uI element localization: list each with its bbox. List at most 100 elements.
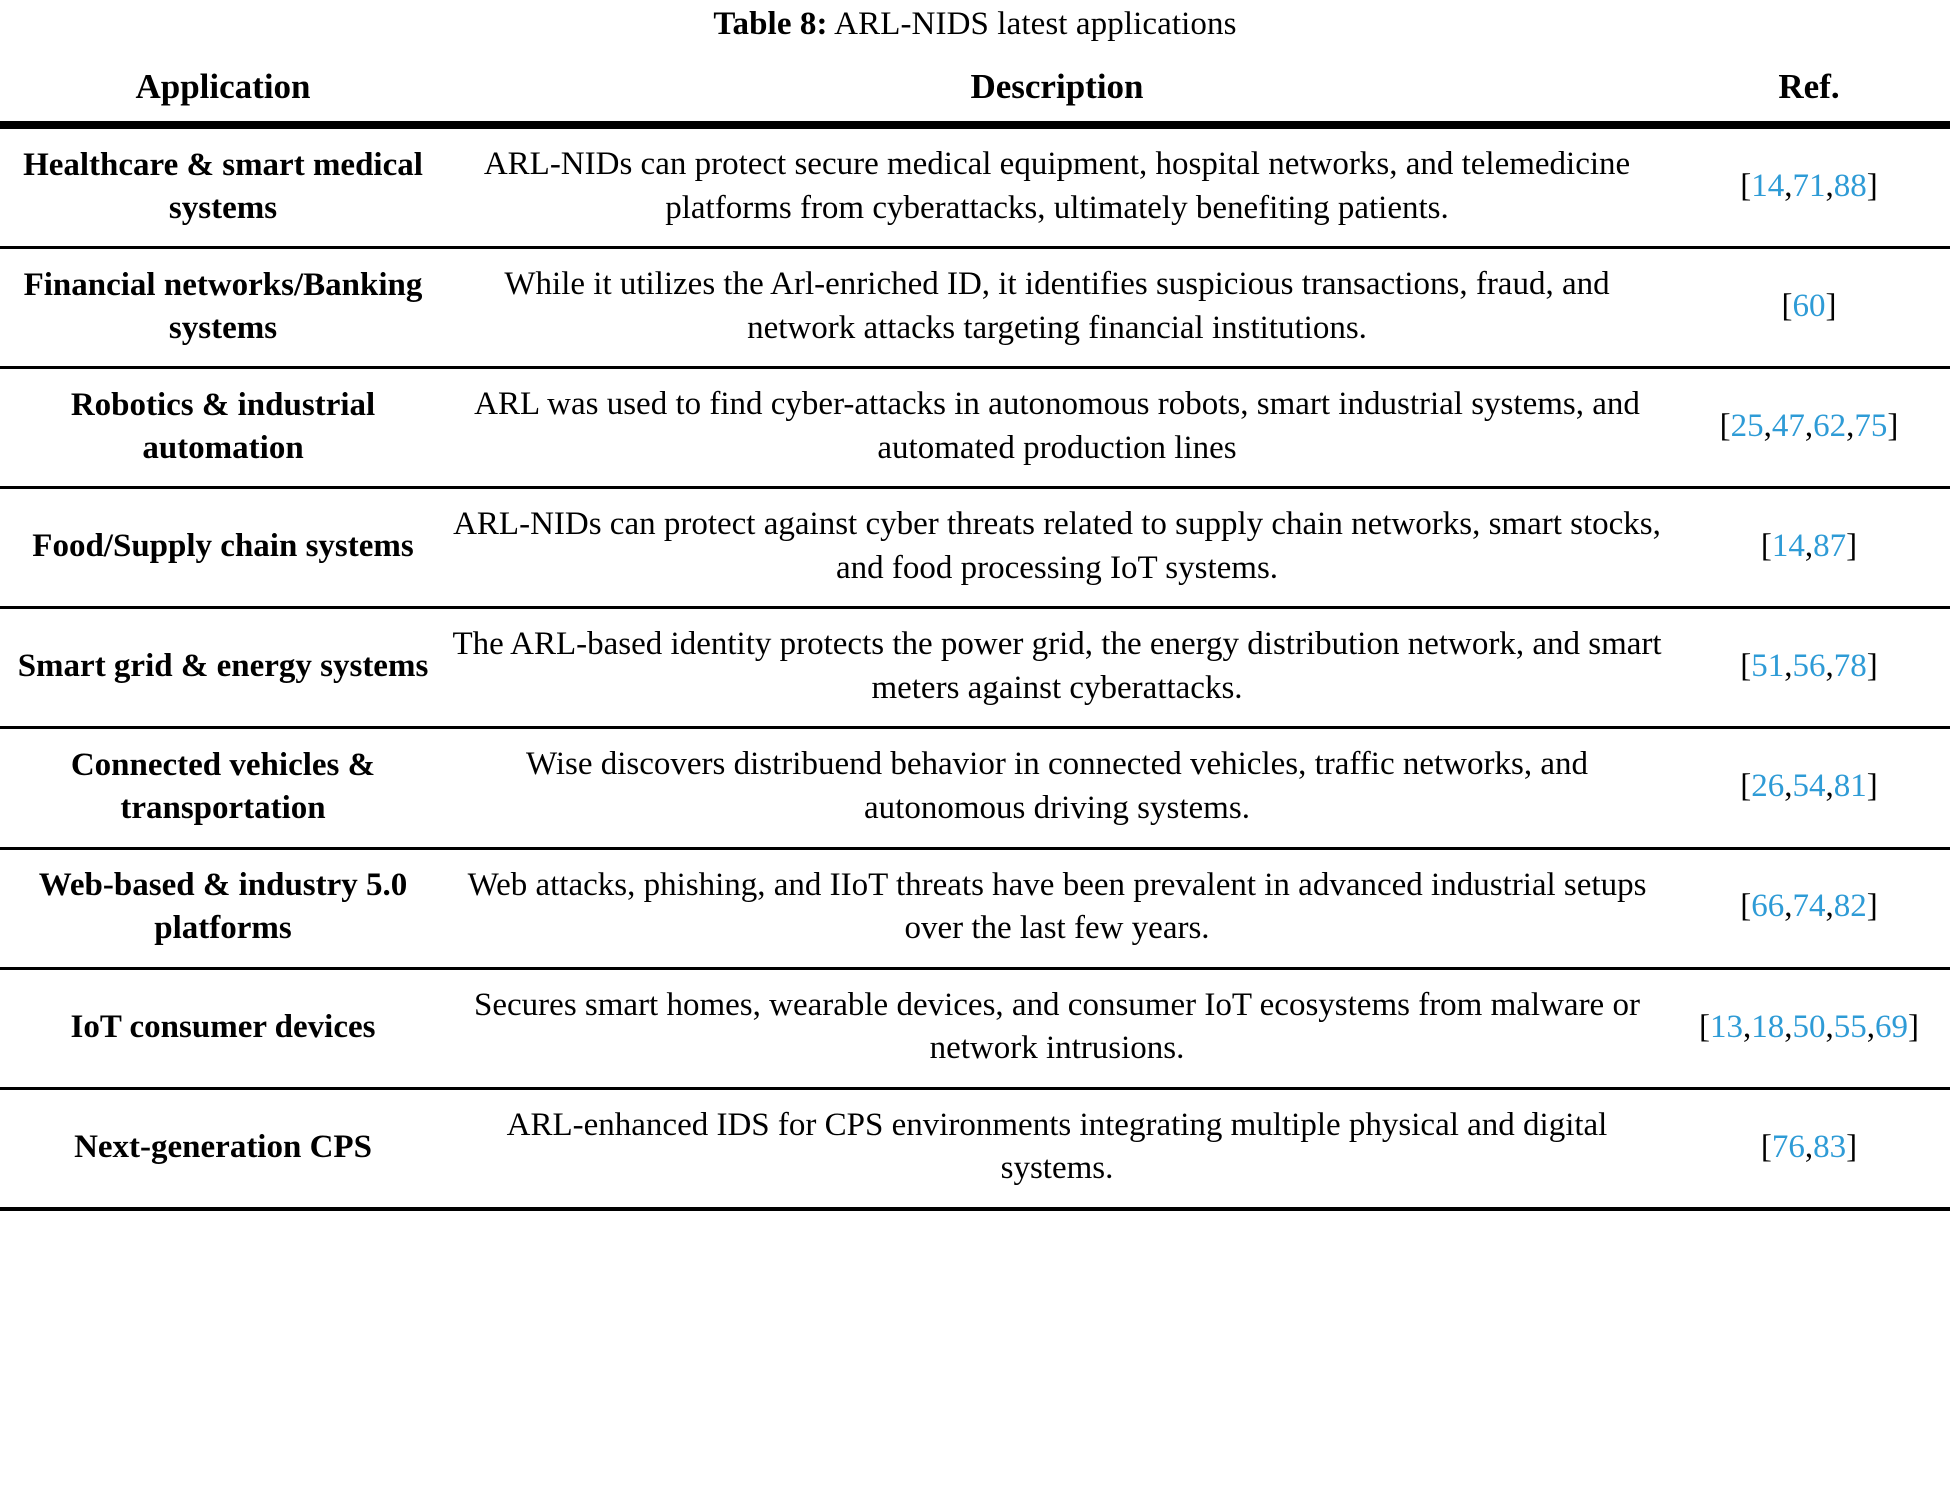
reference-separator: , — [1784, 888, 1793, 925]
reference-separator: ] — [1866, 167, 1878, 204]
table-row: IoT consumer devices Secures smart homes… — [0, 966, 1950, 1089]
reference-number[interactable]: 66 — [1751, 888, 1785, 925]
reference-number[interactable]: 62 — [1813, 408, 1847, 445]
row-reference[interactable]: [51,56,78] — [1668, 606, 1950, 728]
reference-separator: , — [1846, 408, 1855, 445]
reference-separator: [ — [1781, 288, 1793, 325]
reference-number[interactable]: 83 — [1813, 1128, 1847, 1165]
table-body: Healthcare & smart medical systems ARL-N… — [0, 125, 1950, 1213]
reference-number[interactable]: 76 — [1771, 1128, 1805, 1165]
reference-separator: [ — [1740, 167, 1752, 204]
reference-separator: ] — [1846, 1128, 1858, 1165]
reference-number[interactable]: 60 — [1792, 288, 1826, 325]
reference-separator: [ — [1740, 648, 1752, 685]
row-reference[interactable]: [13,18,50,55,69] — [1668, 966, 1950, 1089]
table-row: Robotics & industrial automation ARL was… — [0, 366, 1950, 488]
row-description: ARL-NIDs can protect secure medical equi… — [483, 146, 1631, 226]
reference-number[interactable]: 13 — [1710, 1008, 1743, 1045]
row-reference[interactable]: [14,71,88] — [1668, 129, 1950, 248]
row-application: Next-generation CPS — [0, 1086, 446, 1209]
reference-separator: ] — [1825, 288, 1837, 325]
table-row: Healthcare & smart medical systems ARL-N… — [0, 129, 1950, 248]
reference-separator: , — [1743, 1008, 1752, 1045]
reference-separator: ] — [1866, 648, 1878, 685]
reference-number[interactable]: 55 — [1833, 1008, 1867, 1045]
reference-number[interactable]: 78 — [1833, 648, 1867, 685]
row-description: While it utilizes the Arl-enriched ID, i… — [446, 246, 1668, 368]
table-header-row: Application Description Ref. — [0, 57, 1950, 123]
reference-number[interactable]: 75 — [1854, 408, 1888, 445]
reference-separator: , — [1784, 768, 1793, 805]
reference-number[interactable]: 71 — [1792, 167, 1826, 204]
row-description: Secures smart homes, wearable devices, a… — [446, 966, 1668, 1089]
reference-separator: ] — [1846, 528, 1858, 565]
table-row: Next-generation CPS ARL-enhanced IDS for… — [0, 1086, 1950, 1209]
row-application: Healthcare & smart medical systems — [23, 146, 423, 226]
row-description: Wise discovers distribuend behavior in c… — [446, 726, 1668, 849]
reference-separator: , — [1784, 167, 1793, 204]
row-reference[interactable]: [76,83] — [1668, 1086, 1950, 1209]
reference-number[interactable]: 26 — [1751, 768, 1785, 805]
reference-separator: , — [1866, 1008, 1875, 1045]
reference-separator: ] — [1908, 1008, 1919, 1045]
row-description: Web attacks, phishing, and IIoT threats … — [446, 846, 1668, 969]
reference-number[interactable]: 74 — [1792, 888, 1826, 925]
column-header-description: Description — [970, 67, 1144, 106]
reference-separator: , — [1784, 1008, 1793, 1045]
row-application: Financial networks/Banking systems — [0, 246, 446, 368]
reference-number[interactable]: 18 — [1751, 1008, 1785, 1045]
row-application: IoT consumer devices — [0, 966, 446, 1089]
reference-separator: , — [1804, 408, 1814, 445]
reference-number[interactable]: 56 — [1792, 648, 1826, 685]
reference-separator: , — [1825, 648, 1834, 685]
reference-separator: , — [1784, 648, 1793, 685]
reference-separator: , — [1825, 1008, 1834, 1045]
reference-separator: , — [1825, 888, 1834, 925]
applications-table: Application Description Ref. Healthcare … — [0, 57, 1950, 1213]
column-header-ref: Ref. — [1778, 67, 1840, 106]
reference-number[interactable]: 50 — [1792, 1008, 1826, 1045]
column-header-application: Application — [135, 67, 311, 106]
reference-separator: , — [1804, 1128, 1814, 1165]
table-top-rule — [0, 121, 1950, 127]
row-reference[interactable]: [66,74,82] — [1668, 846, 1950, 969]
row-application: Robotics & industrial automation — [0, 366, 446, 488]
reference-separator: ] — [1866, 888, 1878, 925]
row-reference[interactable]: [26,54,81] — [1668, 726, 1950, 849]
reference-number[interactable]: 87 — [1813, 528, 1847, 565]
reference-separator: , — [1804, 528, 1814, 565]
row-reference[interactable]: [14,87] — [1668, 486, 1950, 608]
reference-separator: [ — [1760, 1128, 1772, 1165]
table-bottom-rule — [0, 1206, 1950, 1213]
reference-separator: [ — [1760, 528, 1772, 565]
reference-number[interactable]: 69 — [1875, 1008, 1908, 1045]
row-application: Food/Supply chain systems — [0, 486, 446, 608]
reference-number[interactable]: 25 — [1730, 408, 1764, 445]
table-caption-label: Table 8: — [713, 6, 828, 42]
reference-separator: , — [1825, 768, 1834, 805]
row-reference[interactable]: [60] — [1668, 246, 1950, 368]
reference-number[interactable]: 88 — [1833, 167, 1867, 204]
reference-separator: , — [1763, 408, 1772, 445]
row-description: ARL was used to find cyber-attacks in au… — [446, 366, 1668, 488]
reference-number[interactable]: 14 — [1751, 167, 1785, 204]
table-caption: Table 8: ARL-NIDS latest applications — [0, 0, 1950, 57]
row-application: Smart grid & energy systems — [0, 606, 446, 728]
reference-separator: [ — [1719, 408, 1731, 445]
reference-number[interactable]: 81 — [1833, 768, 1867, 805]
table-row: Food/Supply chain systems ARL-NIDs can p… — [0, 486, 1950, 608]
reference-number[interactable]: 47 — [1771, 408, 1805, 445]
reference-number[interactable]: 51 — [1751, 648, 1785, 685]
table-row: Connected vehicles & transportation Wise… — [0, 726, 1950, 849]
row-reference[interactable]: [25,47,62,75] — [1668, 366, 1950, 488]
row-description: The ARL-based identity protects the powe… — [446, 606, 1668, 728]
table-row: Smart grid & energy systems The ARL-base… — [0, 606, 1950, 728]
reference-number[interactable]: 14 — [1771, 528, 1805, 565]
reference-separator: [ — [1699, 1008, 1710, 1045]
reference-separator: , — [1825, 167, 1834, 204]
reference-number[interactable]: 82 — [1833, 888, 1867, 925]
reference-number[interactable]: 54 — [1792, 768, 1826, 805]
reference-separator: [ — [1740, 768, 1752, 805]
row-description: ARL-NIDs can protect against cyber threa… — [446, 486, 1668, 608]
